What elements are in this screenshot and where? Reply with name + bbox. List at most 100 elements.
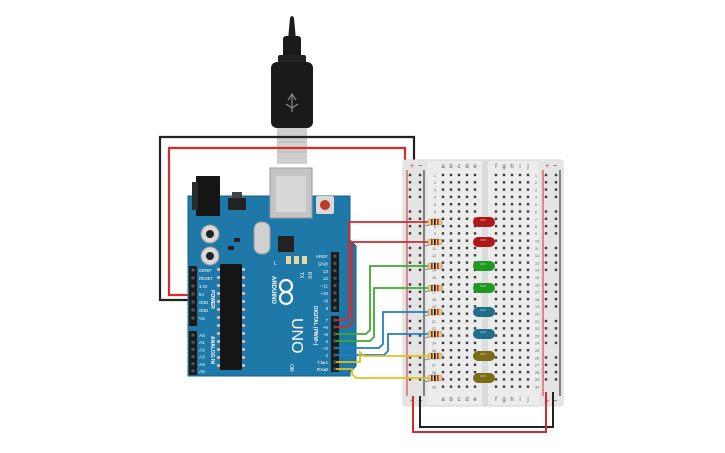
breadboard-hole xyxy=(494,370,498,374)
analog-pin-label: A5 xyxy=(199,369,205,375)
breadboard-hole xyxy=(526,195,530,199)
rail-hole xyxy=(554,195,558,199)
breadboard-hole xyxy=(449,327,453,330)
rail-hole xyxy=(544,290,548,293)
digital-pin-label: 7 xyxy=(325,318,328,323)
breadboard-hole xyxy=(518,312,522,315)
breadboard-hole xyxy=(457,334,461,337)
breadboard-hole xyxy=(494,217,498,220)
breadboard-column-label: j xyxy=(526,164,528,170)
rail-hole xyxy=(554,246,558,250)
wire-gnd-to-rail xyxy=(158,135,416,302)
digital-pin-hole xyxy=(333,325,337,329)
breadboard-hole xyxy=(473,327,477,330)
resistor xyxy=(423,238,444,247)
breadboard-hole xyxy=(494,276,498,279)
l-label: L xyxy=(274,261,277,267)
breadboard-hole xyxy=(494,246,498,250)
breadboard-column-label: b xyxy=(449,164,453,170)
breadboard-hole xyxy=(518,188,522,191)
rail-hole xyxy=(408,268,412,272)
rail-hole xyxy=(408,232,412,235)
analog-pin-label: A3 xyxy=(199,355,205,361)
rail-hole xyxy=(408,195,412,199)
breadboard-hole xyxy=(465,319,469,323)
rail-hole xyxy=(544,254,548,257)
breadboard-hole xyxy=(465,356,469,359)
breadboard-hole xyxy=(457,370,461,374)
breadboard-hole xyxy=(518,363,522,366)
rail-hole xyxy=(418,334,422,337)
breadboard-hole xyxy=(518,305,522,308)
breadboard-row-label: 18 xyxy=(535,298,539,302)
rail-hole xyxy=(418,305,422,308)
breadboard-row-label: 8 xyxy=(434,225,436,229)
breadboard-hole xyxy=(526,181,530,184)
breadboard-hole xyxy=(457,349,461,352)
breadboard-hole xyxy=(494,210,498,213)
rail-hole xyxy=(544,173,548,177)
breadboard-hole xyxy=(518,224,522,228)
rail-hole xyxy=(544,363,548,366)
breadboard-hole xyxy=(494,203,498,206)
breadboard-hole xyxy=(473,305,477,308)
breadboard-hole xyxy=(465,305,469,308)
breadboard-hole xyxy=(449,239,453,242)
power-pin-hole xyxy=(191,300,195,304)
digital-pin-label: 12 xyxy=(323,276,329,281)
breadboard-hole xyxy=(502,283,506,286)
breadboard-hole xyxy=(502,349,506,352)
breadboard-hole xyxy=(510,276,514,279)
breadboard-hole xyxy=(494,188,498,191)
breadboard-hole xyxy=(441,378,445,381)
rail-hole xyxy=(418,173,422,177)
led xyxy=(473,217,495,227)
rail-hole xyxy=(408,173,412,177)
rail-hole xyxy=(544,297,548,301)
breadboard-hole xyxy=(502,239,506,242)
breadboard-hole xyxy=(465,188,469,191)
breadboard-hole xyxy=(518,283,522,286)
breadboard-row-label: 27 xyxy=(432,364,436,368)
breadboard-row-label: 19 xyxy=(432,305,436,309)
breadboard-hole xyxy=(494,268,498,272)
breadboard-hole xyxy=(465,385,469,388)
breadboard-hole xyxy=(502,210,506,213)
rail-hole xyxy=(418,210,422,213)
breadboard-hole xyxy=(510,195,514,199)
analog-header-title: ANALOG IN xyxy=(209,336,215,364)
rail-hole xyxy=(544,327,548,330)
breadboard-hole xyxy=(510,268,514,272)
breadboard-hole xyxy=(526,283,530,286)
breadboard-row-label: 9 xyxy=(434,232,436,236)
breadboard-column-label: b xyxy=(449,397,453,403)
signal-wire xyxy=(336,368,437,379)
breadboard-row-label: 28 xyxy=(535,371,539,375)
breadboard-hole xyxy=(465,341,469,345)
led xyxy=(473,261,495,271)
digital-pin-hole xyxy=(333,318,337,322)
breadboard-hole xyxy=(441,327,445,330)
rail-hole xyxy=(554,217,558,220)
breadboard-hole xyxy=(494,363,498,366)
analog-pin-label: A2 xyxy=(199,347,205,353)
breadboard-column-label: f xyxy=(495,164,497,170)
rail-hole xyxy=(554,363,558,366)
rail-hole xyxy=(544,195,548,199)
microcontroller-chip xyxy=(217,264,245,370)
digital-pin-label: ~10 xyxy=(320,291,328,296)
rail-hole xyxy=(418,290,422,293)
breadboard-hole xyxy=(526,254,530,257)
resistor xyxy=(423,218,444,227)
breadboard-row-label: 13 xyxy=(535,261,539,265)
breadboard-hole xyxy=(449,203,453,206)
signal-wire xyxy=(336,333,437,356)
rail-hole xyxy=(408,327,412,330)
breadboard-hole xyxy=(502,203,506,206)
breadboard-hole xyxy=(441,188,445,191)
breadboard-column-label: e xyxy=(473,397,477,403)
breadboard-hole xyxy=(518,210,522,213)
digital-pin-label: 13 xyxy=(323,269,329,274)
breadboard-row-label: 30 xyxy=(432,386,436,390)
breadboard-hole xyxy=(465,378,469,381)
